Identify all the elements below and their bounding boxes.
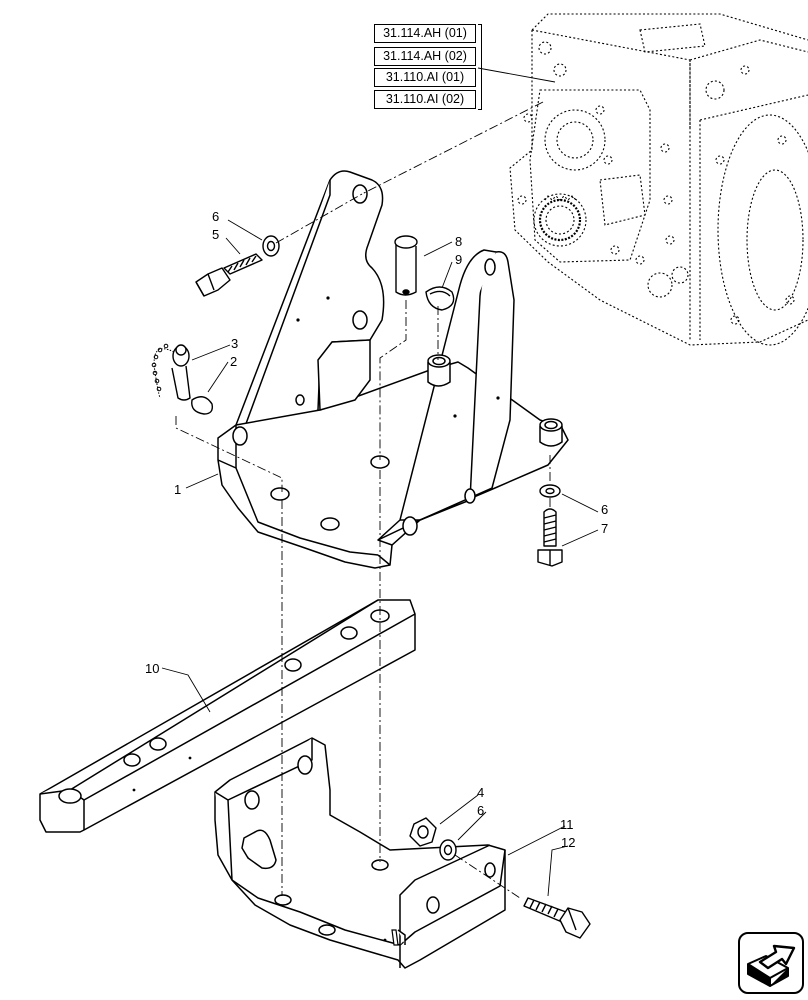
reference-link-1[interactable]: 31.114.AH (01) [374,24,476,43]
callout-2: 2 [230,354,237,369]
assembly-center-lines [175,101,551,899]
callout-labels: 1 2 3 4 5 6 6 6 7 8 9 10 11 12 [145,209,608,850]
callout-1: 1 [174,482,181,497]
callout-11: 11 [560,817,574,832]
lower-support-bracket [214,737,506,969]
callout-5: 5 [212,227,219,242]
callout-9: 9 [455,252,462,267]
transmission-housing [509,13,808,346]
drawbar [39,599,416,833]
callout-10: 10 [145,661,159,676]
callout-8: 8 [455,234,462,249]
leader-lines [161,67,599,897]
callout-12: 12 [561,835,575,850]
callout-3: 3 [231,336,238,351]
reference-link-2[interactable]: 31.114.AH (02) [374,47,476,66]
callout-6-upper: 6 [212,209,219,224]
mounting-bracket [217,170,569,569]
page-navigation-arrow-icon [747,944,796,987]
reference-link-3[interactable]: 31.110.AI (01) [374,68,476,87]
callout-4: 4 [477,785,484,800]
callout-6-lower: 6 [477,803,484,818]
hardware-parts [171,235,591,939]
reference-group-bracket [478,24,482,110]
reference-link-4[interactable]: 31.110.AI (02) [374,90,476,109]
callout-7: 7 [601,521,608,536]
callout-6-right: 6 [601,502,608,517]
navigation-button[interactable] [738,932,804,994]
